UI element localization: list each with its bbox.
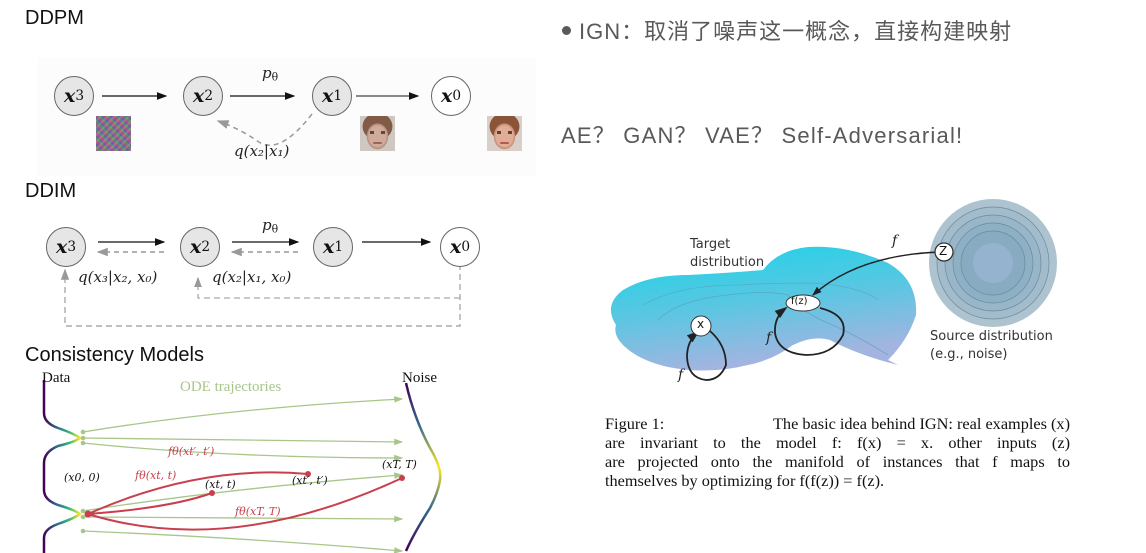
point-x0: (x0, 0) xyxy=(64,471,100,484)
ddpm-q-label: q(x₂|x₁) xyxy=(234,142,290,160)
ddim-q-label-2: q(x₂|x₁, x₀) xyxy=(212,268,292,286)
noise-label: Noise xyxy=(402,370,437,386)
ddim-title: DDIM xyxy=(25,180,77,202)
ode-trajectories-label: ODE trajectories xyxy=(180,379,282,395)
ddim-q-label-1: q(x₃|x₂, x₀) xyxy=(78,268,158,286)
figure-caption: Figure 1: The basic idea behind IGN: real… xyxy=(605,414,1070,490)
f-label-t: fθ(xt, t) xyxy=(135,469,177,482)
caption-line-4: themselves by optimizing for f(f(z)) = f… xyxy=(605,471,885,490)
data-label: Data xyxy=(42,370,71,386)
node-fz-label: f(z) xyxy=(791,296,808,307)
caption-lead: Figure 1: xyxy=(605,414,665,433)
caption-line-2: are invariant to the model f: f(x) = x. … xyxy=(605,433,1070,452)
node-z-label: Z xyxy=(939,244,948,258)
node-x-label: x xyxy=(697,317,705,331)
ign-bullet-text: IGN：取消了噪声这一概念，直接构建映射 xyxy=(579,19,1013,44)
consistency-title: Consistency Models xyxy=(25,344,204,366)
source-distribution-label: Source distribution (e.g., noise) xyxy=(930,329,1053,362)
noise-image xyxy=(96,116,131,151)
ign-figure: Target distribution Source distribution … xyxy=(598,195,1078,395)
face-image-noisy xyxy=(360,116,395,151)
target-distribution-label: Target distribution xyxy=(690,237,765,270)
ddpm-title: DDPM xyxy=(25,7,84,29)
ddim-p-theta-label: pθ xyxy=(262,216,279,236)
consistency-plot xyxy=(42,380,442,553)
f-label-T: fθ(xT, T) xyxy=(235,505,281,518)
point-xT: (xT, T) xyxy=(382,458,417,471)
source-distribution-circles xyxy=(929,199,1057,327)
ign-bullet-item: IGN：取消了噪声这一概念，直接构建映射 xyxy=(562,14,1012,46)
ign-diagram xyxy=(610,199,1057,381)
f-label-top: f xyxy=(892,233,898,249)
question-text: AE？ GAN？ VAE？ Self-Adversarial! xyxy=(561,123,964,148)
ddpm-p-theta-label: pθ xyxy=(262,64,279,84)
ddim-arrows xyxy=(60,238,461,327)
caption-line-1: The basic idea behind IGN: real examples… xyxy=(772,414,1070,433)
bullet-dot-icon xyxy=(562,26,571,35)
f-label-bottom: f xyxy=(678,367,684,383)
point-xtprime: (xt′, t′) xyxy=(292,474,328,487)
caption-line-3: are projected onto the manifold of insta… xyxy=(605,452,1070,471)
face-image-clean xyxy=(487,116,522,151)
f-label-tprime: fθ(xt′, t′) xyxy=(168,445,215,458)
f-label-mid: f xyxy=(766,330,772,346)
point-xt: (xt, t) xyxy=(205,478,236,491)
consistency-diagram: Data Noise ODE trajectories fθ(xt′, t′) … xyxy=(30,368,460,553)
ddpm-arrows xyxy=(102,92,420,146)
